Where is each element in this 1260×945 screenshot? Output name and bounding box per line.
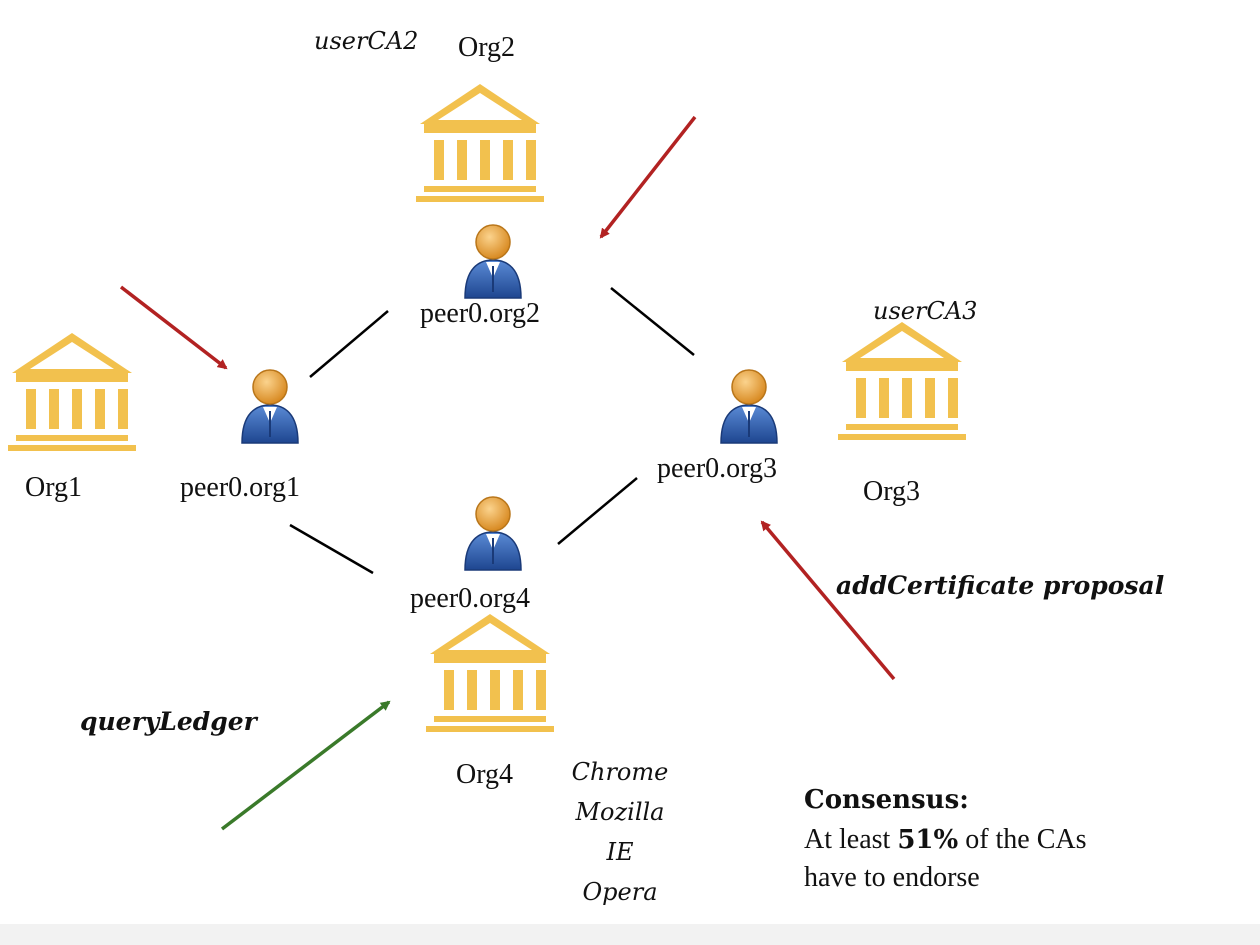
consensus-note: Consensus: At least 51% of the CAs have …: [804, 785, 1087, 893]
arrow-to-peer1: [119, 285, 228, 370]
browser-item: Mozilla: [574, 798, 664, 826]
consensus-line2: have to endorse: [804, 862, 980, 893]
peer3-label: peer0.org3: [657, 453, 777, 484]
org2-label: Org2: [458, 32, 515, 63]
consensus-heading: Consensus:: [804, 785, 969, 815]
ca-label-org2: userCA2: [314, 27, 418, 55]
peer4-label: peer0.org4: [410, 583, 530, 614]
org4-label: Org4: [456, 759, 513, 790]
consensus-suffix: of the CAs: [958, 824, 1086, 855]
org1-label: Org1: [25, 472, 82, 503]
link-peer1-peer2: [309, 310, 389, 378]
query-ledger-label: queryLedger: [80, 707, 259, 736]
consensus-percent: 51%: [897, 825, 958, 855]
browser-item: IE: [606, 838, 634, 866]
link-peer1-peer4: [289, 523, 374, 575]
arrow-to-peer3: [760, 520, 896, 681]
peer1-person-icon: [241, 369, 299, 444]
arrow-to-peer2: [599, 115, 697, 239]
arrow-to-org4: [220, 700, 391, 831]
peer3-person-icon: [720, 369, 778, 444]
add-certificate-label: addCertificate proposal: [836, 571, 1164, 600]
org2-building-icon: [416, 84, 544, 202]
browser-item: Chrome: [572, 758, 669, 786]
org3-label: Org3: [863, 476, 920, 507]
org1-building-icon: [8, 333, 136, 451]
peer1-label: peer0.org1: [180, 472, 300, 503]
consensus-prefix: At least: [804, 824, 897, 855]
browser-list: Chrome Mozilla IE Opera: [572, 758, 669, 906]
org4-building-icon: [426, 614, 554, 732]
link-peer4-peer3: [557, 477, 638, 545]
peer2-person-icon: [464, 224, 522, 299]
org3-building-icon: [838, 322, 966, 440]
consensus-line1: At least 51% of the CAs: [804, 824, 1087, 855]
bottom-bar: [0, 924, 1260, 945]
peer2-label: peer0.org2: [420, 298, 540, 329]
peer4-person-icon: [464, 496, 522, 571]
ca-label-org3: userCA3: [873, 297, 977, 325]
link-peer2-peer3: [610, 287, 695, 356]
browser-item: Opera: [582, 878, 657, 906]
